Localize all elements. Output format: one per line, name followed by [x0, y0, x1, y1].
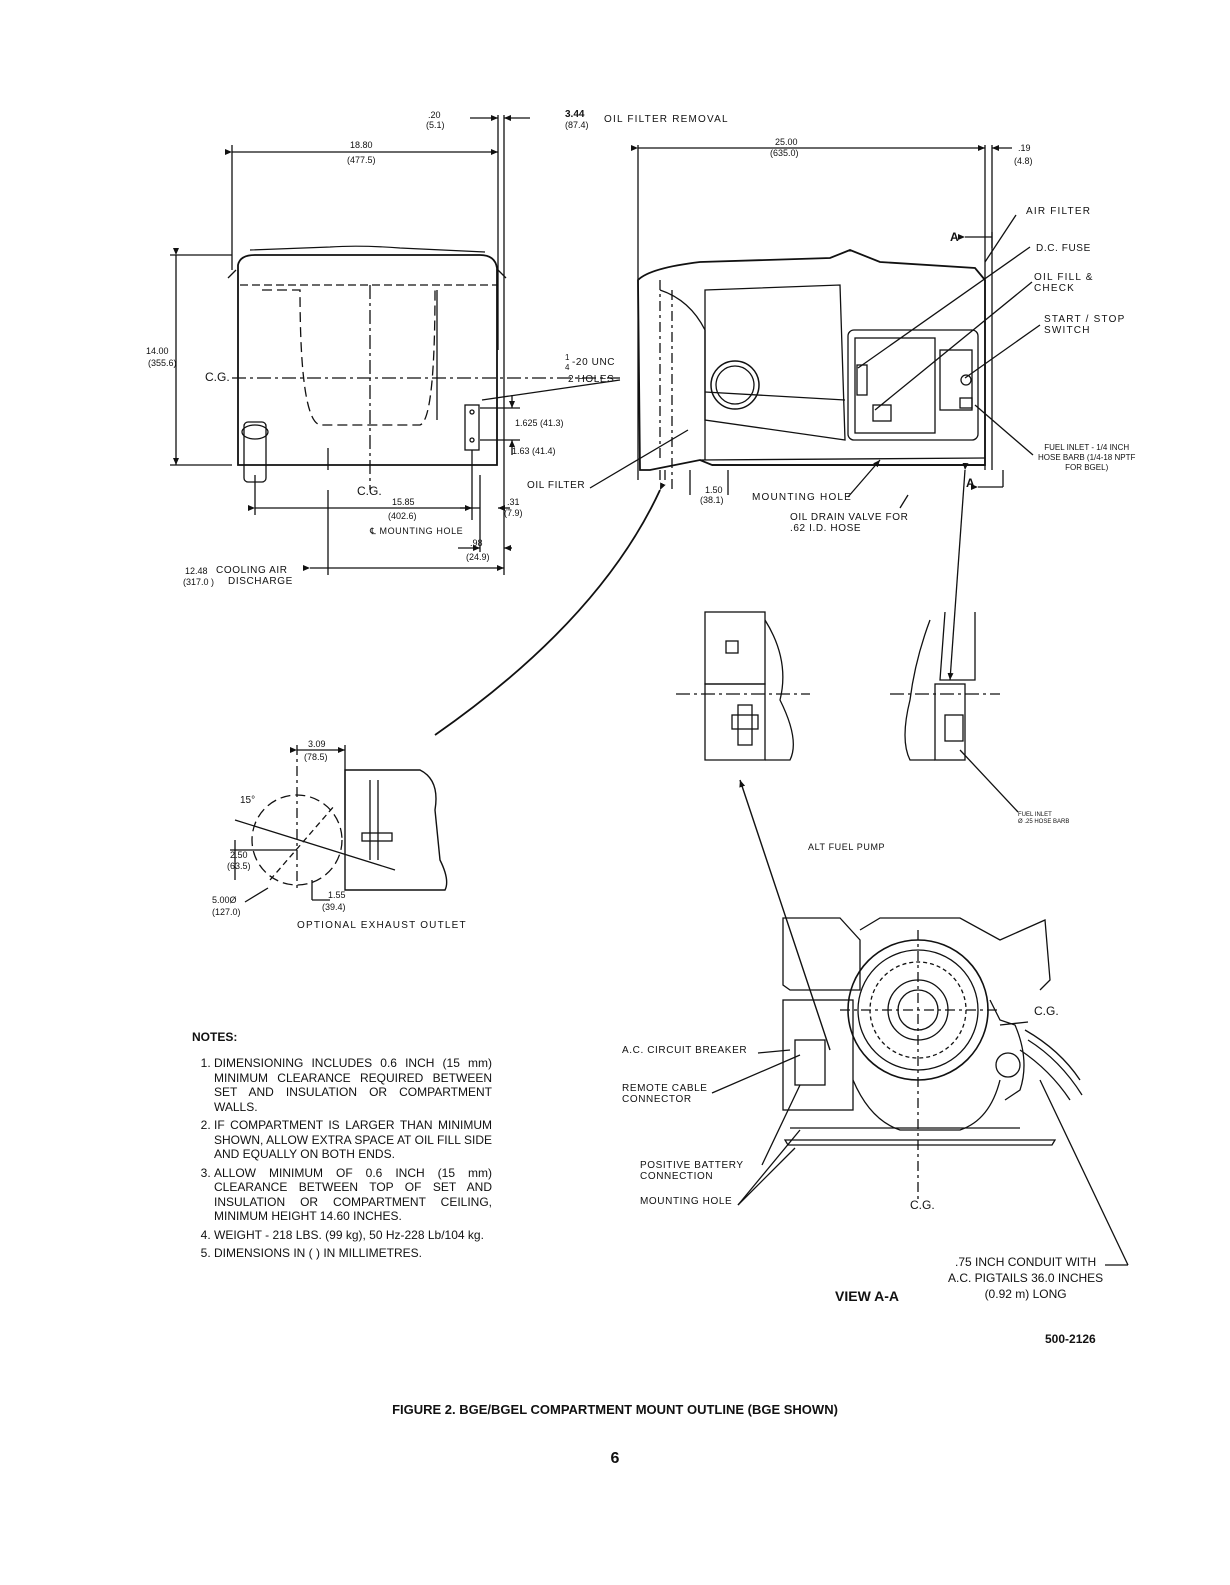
- dim-2500-mm: (635.0): [770, 148, 799, 158]
- dim-020: .20: [428, 110, 441, 120]
- side-view-drawing: [589, 145, 1041, 681]
- dim-098-mm: (24.9): [466, 552, 490, 562]
- dim-019: .19: [1018, 143, 1031, 153]
- dim-5000: 5.00Ø: [212, 895, 237, 905]
- dim-309-mm: (78.5): [304, 752, 328, 762]
- dim-344: 3.44: [565, 109, 585, 120]
- discharge-label: DISCHARGE: [228, 576, 293, 587]
- dim-1880: 18.80: [350, 140, 373, 150]
- remote-cable-label: REMOTE CABLE CONNECTOR: [622, 1083, 708, 1105]
- cg-label-view-aa: C.G.: [1034, 1004, 1059, 1018]
- dim-309: 3.09: [308, 739, 326, 749]
- dim-150: 1.50: [705, 485, 723, 495]
- dim-019-mm: (4.8): [1014, 156, 1033, 166]
- document-number: 500-2126: [1045, 1332, 1096, 1346]
- cg-label-front-bottom: C.G.: [357, 484, 382, 498]
- two-holes-label: 2 HOLES: [568, 374, 615, 385]
- note-item: WEIGHT - 218 LBS. (99 kg), 50 Hz-228 Lb/…: [214, 1228, 492, 1243]
- page-number: 6: [610, 1450, 620, 1467]
- note-item: DIMENSIONING INCLUDES 0.6 INCH (15 mm) M…: [214, 1056, 492, 1114]
- dim-163: 1.63 (41.4): [512, 446, 556, 456]
- figure-caption: FIGURE 2. BGE/BGEL COMPARTMENT MOUNT OUT…: [392, 1402, 838, 1417]
- unc-fraction-num: 1: [565, 353, 570, 362]
- dim-1880-mm: (477.5): [347, 155, 376, 165]
- notes-list: DIMENSIONING INCLUDES 0.6 INCH (15 mm) M…: [192, 1056, 492, 1261]
- dim-155: 1.55: [328, 890, 346, 900]
- mounting-hole-centerline-label: ℄ MOUNTING HOLE: [370, 526, 464, 536]
- mounting-hole-label: MOUNTING HOLE: [752, 492, 853, 503]
- dim-1248-mm: (317.0 ): [183, 577, 215, 587]
- fuel-inlet-small-label: FUEL INLET Ø .25 HOSE BARB: [1018, 812, 1070, 825]
- air-filter-label: AIR FILTER: [1026, 206, 1092, 217]
- conduit-label: .75 INCH CONDUIT WITH A.C. PIGTAILS 36.0…: [948, 1255, 1104, 1301]
- note-item: DIMENSIONS IN ( ) IN MILLIMETRES.: [214, 1246, 492, 1261]
- note-item: IF COMPARTMENT IS LARGER THAN MINIMUM SH…: [214, 1118, 492, 1162]
- exhaust-detail-arrow: [434, 482, 666, 736]
- dim-15deg: 15°: [240, 795, 256, 806]
- dim-5000-mm: (127.0): [212, 907, 241, 917]
- dim-031: .31: [507, 497, 520, 507]
- view-aa-title: VIEW A-A: [835, 1288, 900, 1304]
- view-link-arrow: [739, 779, 831, 1051]
- dim-2500: 25.00: [775, 137, 798, 147]
- front-view-drawing: [170, 115, 621, 575]
- dim-031-mm: (7.9): [504, 508, 523, 518]
- dim-155-mm: (39.4): [322, 902, 346, 912]
- oil-filter-label: OIL FILTER: [527, 480, 586, 491]
- mounting-hole-label-2: MOUNTING HOLE: [640, 1196, 733, 1207]
- cooling-air-label: COOLING AIR: [216, 565, 288, 576]
- optional-exhaust-label: OPTIONAL EXHAUST OUTLET: [297, 920, 467, 931]
- notes-title: NOTES:: [192, 1030, 238, 1044]
- fuel-pump-detail-drawing: [676, 611, 1019, 813]
- dim-1625: 1.625 (41.3): [515, 418, 564, 428]
- note-item: ALLOW MINIMUM OF 0.6 INCH (15 mm) CLEARA…: [214, 1166, 492, 1224]
- unc-label: -20 UNC: [572, 357, 616, 368]
- dim-250-mm: (63.5): [227, 861, 251, 871]
- positive-battery-label: POSITIVE BATTERY CONNECTION: [640, 1160, 744, 1182]
- dim-1400-mm: (355.6): [148, 358, 177, 368]
- cg-label-front: C.G.: [205, 370, 230, 384]
- dim-098: .98: [470, 538, 483, 548]
- dc-fuse-label: D.C. FUSE: [1036, 243, 1091, 254]
- section-a-bottom: A: [966, 476, 976, 490]
- dim-344-mm: (87.4): [565, 120, 589, 130]
- ac-breaker-label: A.C. CIRCUIT BREAKER: [622, 1045, 748, 1056]
- dim-1585: 15.85: [392, 497, 415, 507]
- notes-section: NOTES: DIMENSIONING INCLUDES 0.6 INCH (1…: [192, 1030, 492, 1265]
- dim-150-mm: (38.1): [700, 495, 724, 505]
- dim-1248: 12.48: [185, 566, 208, 576]
- fuel-inlet-label: FUEL INLET - 1/4 INCH HOSE BARB (1/4-18 …: [1038, 443, 1136, 472]
- start-stop-label: START / STOP SWITCH: [1044, 314, 1126, 336]
- exhaust-detail-drawing: [230, 745, 448, 903]
- unc-fraction-den: 4: [565, 363, 570, 372]
- section-a-top: A: [950, 230, 960, 244]
- view-aa-drawing: [711, 917, 1129, 1266]
- oil-drain-label: OIL DRAIN VALVE FOR .62 I.D. HOSE: [790, 512, 909, 534]
- oil-filter-removal-label: OIL FILTER REMOVAL: [604, 114, 729, 125]
- oil-fill-label: OIL FILL & CHECK: [1034, 272, 1094, 294]
- cg-label-view-aa-bottom: C.G.: [910, 1198, 935, 1212]
- alt-fuel-pump-label: ALT FUEL PUMP: [808, 842, 886, 852]
- dim-250: 2.50: [230, 850, 248, 860]
- dim-020-mm: (5.1): [426, 120, 445, 130]
- dim-1585-mm: (402.6): [388, 511, 417, 521]
- dim-1400: 14.00: [146, 346, 169, 356]
